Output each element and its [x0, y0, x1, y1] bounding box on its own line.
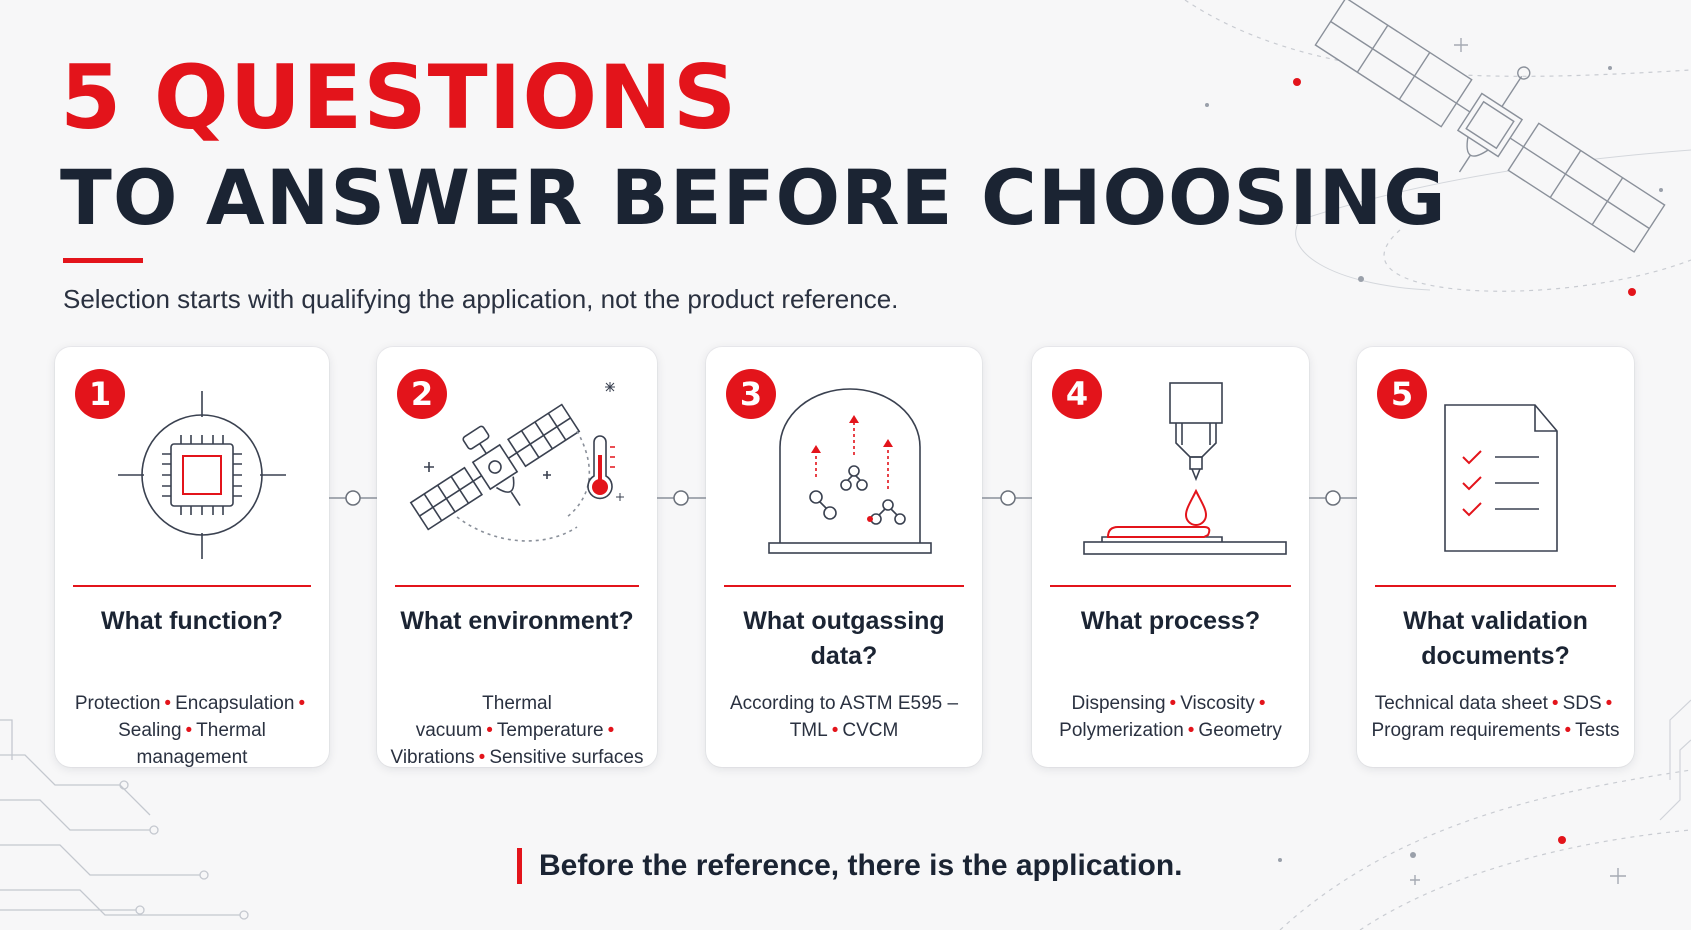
card-connector: [329, 490, 377, 506]
card-item: Temperature: [496, 720, 604, 741]
separator-dot: •: [1605, 693, 1613, 714]
card-description: Technical data sheet•SDS• Program requir…: [1365, 690, 1626, 744]
card-number-badge: 5: [1377, 369, 1427, 419]
card-item: SDS: [1562, 693, 1602, 714]
card-description: Thermal vacuum•Temperature• Vibrations•S…: [385, 690, 649, 771]
card-divider: [1375, 585, 1616, 587]
separator-dot: •: [607, 720, 615, 741]
card-number-badge: 3: [726, 369, 776, 419]
separator-dot: •: [478, 747, 486, 768]
title-line-2: TO ANSWER BEFORE CHOOSING: [60, 153, 1447, 242]
card-divider: [724, 585, 964, 587]
separator-dot: •: [831, 720, 839, 741]
card-item: Thermal vacuum: [415, 693, 552, 741]
separator-dot: •: [185, 720, 193, 741]
separator-dot: •: [1187, 720, 1195, 741]
card-item: Encapsulation: [175, 693, 295, 714]
question-card-1: 1 What function? Protection•Encapsulatio…: [55, 347, 329, 768]
checklist-document-icon: [1444, 404, 1558, 552]
card-item: TML: [789, 720, 828, 741]
separator-dot: •: [1258, 693, 1266, 714]
question-card-4: 4 What process? Dispensing•Viscosity• Po…: [1032, 347, 1309, 767]
separator-dot: •: [1564, 720, 1572, 741]
card-item: Vibrations: [390, 747, 475, 768]
card-connector: [1309, 490, 1357, 506]
card-item: Geometry: [1198, 720, 1282, 741]
card-connector: [657, 490, 706, 506]
card-divider: [1050, 585, 1291, 587]
title-underline: [63, 258, 143, 263]
separator-dot: •: [298, 693, 306, 714]
vacuum-chamber-molecules-icon: [768, 388, 932, 554]
subtitle: Selection starts with qualifying the app…: [63, 284, 899, 314]
card-item: Program requirements: [1371, 720, 1561, 741]
card-title: What validation documents?: [1403, 607, 1588, 670]
card-connector: [982, 490, 1032, 506]
card-number-badge: 2: [397, 369, 447, 419]
card-title: What outgassing data?: [743, 607, 945, 670]
card-description: Protection•Encapsulation• Sealing•Therma…: [63, 690, 321, 771]
title-line-1: 5 QUESTIONS: [60, 46, 738, 149]
card-title: What process?: [1080, 607, 1261, 635]
question-card-5: 5 What validation documents? Technical d…: [1357, 347, 1634, 767]
separator-dot: •: [486, 720, 493, 741]
dispenser-drop-icon: [1083, 382, 1287, 555]
chip-target-icon: [118, 391, 286, 559]
card-description: Dispensing•Viscosity• Polymerization•Geo…: [1040, 690, 1301, 744]
card-item: Polymerization: [1059, 720, 1184, 741]
card-item: According to ASTM E595 –: [729, 693, 959, 714]
card-item: Sensitive surfaces: [489, 747, 644, 768]
card-item: Thermal management: [136, 720, 266, 768]
separator-dot: •: [164, 693, 172, 714]
card-item: Dispensing: [1071, 693, 1166, 714]
card-number-badge: 4: [1052, 369, 1102, 419]
separator-dot: •: [1169, 693, 1177, 714]
card-item: Tests: [1575, 720, 1620, 741]
card-item: Sealing: [118, 720, 182, 741]
card-title: What function?: [101, 607, 283, 635]
question-card-3: 3 What outgassing data? According to AST…: [706, 347, 982, 767]
card-item: Protection: [74, 693, 161, 714]
card-divider: [73, 585, 311, 587]
card-description: According to ASTM E595 – TML•CVCM: [714, 690, 974, 744]
footer-accent-bar: [517, 848, 522, 884]
question-card-2: 2: [377, 347, 657, 768]
footer-text: Before the reference, there is the appli…: [539, 849, 1183, 882]
card-item: Technical data sheet: [1374, 693, 1548, 714]
card-divider: [395, 585, 639, 587]
satellite-thermometer-icon: [409, 382, 624, 542]
separator-dot: •: [1551, 693, 1559, 714]
card-item: Viscosity: [1180, 693, 1255, 714]
card-title: What environment?: [400, 607, 634, 635]
card-number-badge: 1: [75, 369, 125, 419]
card-item: CVCM: [842, 720, 899, 741]
